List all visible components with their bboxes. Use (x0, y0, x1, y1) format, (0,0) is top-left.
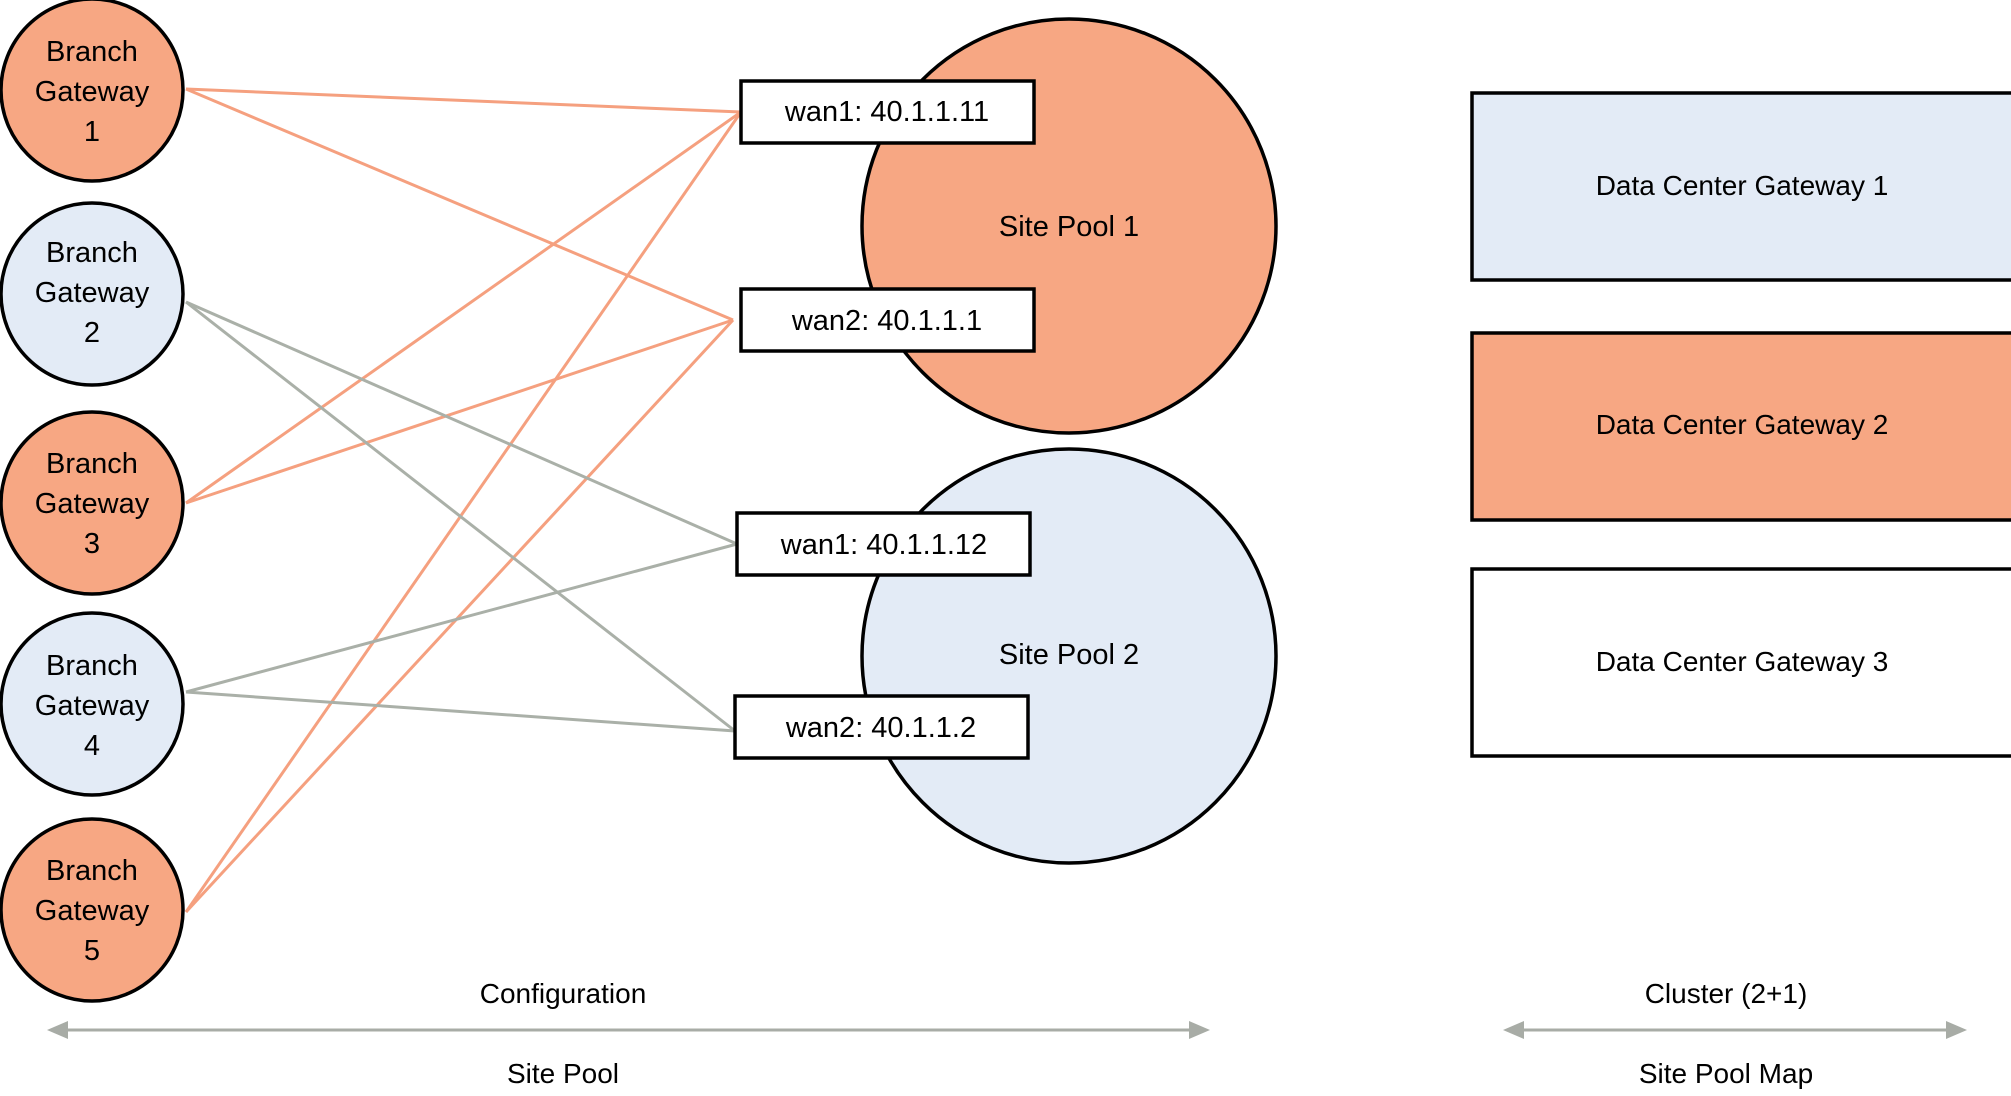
wan-box-pool1-wan2-label: wan2: 40.1.1.1 (791, 305, 982, 337)
cluster-arrow-right-head (1946, 1021, 1967, 1039)
branch-gateway-5-line1: Branch (46, 855, 138, 887)
branch-gateway-1-circle (0, 0, 185, 183)
cluster-arrow-left-head (1503, 1021, 1524, 1039)
cluster-label: Cluster (2+1) (1645, 978, 1808, 1009)
site-pool-2: Site Pool 2 (860, 447, 1278, 865)
branch-gateway-4-line2: Gateway (35, 690, 150, 722)
branch-gateway-4-line1: Branch (46, 650, 138, 682)
link-bg3-wan2-pool1 (185, 318, 734, 505)
link-bg4-wan1-pool2 (185, 542, 738, 694)
data-center-gateway-1: Data Center Gateway 1 (1470, 91, 2011, 282)
data-center-gateway-1-rect (1470, 91, 2011, 282)
data-center-gateway-2-label: Data Center Gateway 2 (1596, 409, 1889, 440)
wan-box-pool1-wan2: wan2: 40.1.1.1 (739, 287, 1036, 353)
branch-gateway-3-line1: Branch (46, 448, 138, 480)
cluster-arrow: Cluster (2+1) Site Pool Map (1503, 978, 1967, 1089)
wan-box-pool1-wan1: wan1: 40.1.1.11 (739, 79, 1036, 145)
branch-gateway-1: Branch Gateway 1 (0, 0, 185, 183)
wan-box-pool2-wan1: wan1: 40.1.1.12 (735, 511, 1032, 577)
wan-box-pool2-wan1-rect (735, 511, 1032, 577)
data-center-gateway-3-rect (1470, 567, 2011, 758)
branch-gateway-5-line2: Gateway (35, 895, 150, 927)
wan-box-pool2-wan2: wan2: 40.1.1.2 (733, 694, 1030, 760)
wan-box-pool1-wan2-rect (739, 287, 1036, 353)
configuration-label: Configuration (480, 978, 647, 1009)
link-bg2-wan1-pool2 (185, 300, 738, 546)
wan-box-pool2-wan2-label: wan2: 40.1.1.2 (785, 712, 976, 744)
branch-gateway-4-circle (0, 611, 185, 797)
site-pool-map-label: Site Pool Map (1639, 1058, 1813, 1089)
branch-gateway-1-line3: 1 (84, 116, 100, 148)
link-bg1-wan1-pool1 (185, 87, 742, 114)
branch-gateway-1-line2: Gateway (35, 76, 150, 108)
link-bg5-wan2-pool1 (184, 318, 735, 914)
wan-box-pool1-wan1-rect (739, 79, 1036, 145)
link-bg3-wan1-pool1 (185, 110, 742, 505)
link-bg1-wan2-pool1 (185, 87, 734, 322)
branch-gateway-2-line3: 2 (84, 317, 100, 349)
site-pool-2-label: Site Pool 2 (999, 639, 1139, 671)
data-center-gateway-3: Data Center Gateway 3 (1470, 567, 2011, 758)
configuration-arrow-right-head (1189, 1021, 1210, 1039)
data-center-gateway-3-label: Data Center Gateway 3 (1596, 646, 1889, 677)
link-bg5-wan1-pool1 (184, 111, 743, 913)
branch-gateway-2-line1: Branch (46, 237, 138, 269)
branch-gateway-3: Branch Gateway 3 (0, 410, 185, 596)
branch-gateway-3-circle (0, 410, 185, 596)
branch-gateway-5-line3: 5 (84, 935, 100, 967)
branch-gateway-1-line1: Branch (46, 36, 138, 68)
branch-gateway-2-circle (0, 201, 185, 387)
branch-gateway-2: Branch Gateway 2 (0, 201, 185, 387)
branch-gateway-2-line2: Gateway (35, 277, 150, 309)
site-pool-1-label: Site Pool 1 (999, 211, 1139, 243)
branch-gateway-5-circle (0, 817, 185, 1003)
site-pool-label: Site Pool (507, 1058, 619, 1089)
wan-box-pool2-wan2-rect (733, 694, 1030, 760)
data-center-gateway-2-rect (1470, 331, 2011, 522)
configuration-arrow: Configuration Site Pool (47, 978, 1210, 1089)
data-center-gateway-1-label: Data Center Gateway 1 (1596, 170, 1889, 201)
data-center-gateway-2: Data Center Gateway 2 (1470, 331, 2011, 522)
branch-gateway-4-line3: 4 (84, 730, 100, 762)
wan-box-pool1-wan1-label: wan1: 40.1.1.11 (784, 96, 989, 128)
branch-gateway-3-line3: 3 (84, 528, 100, 560)
configuration-arrow-left-head (47, 1021, 68, 1039)
wan-box-pool2-wan1-label: wan1: 40.1.1.12 (780, 529, 987, 561)
link-bg4-wan2-pool2 (185, 690, 736, 733)
branch-gateway-5: Branch Gateway 5 (0, 817, 185, 1003)
links-layer (184, 87, 743, 914)
branch-gateway-3-line2: Gateway (35, 488, 150, 520)
link-bg2-wan2-pool2 (185, 300, 736, 733)
branch-gateway-4: Branch Gateway 4 (0, 611, 185, 797)
